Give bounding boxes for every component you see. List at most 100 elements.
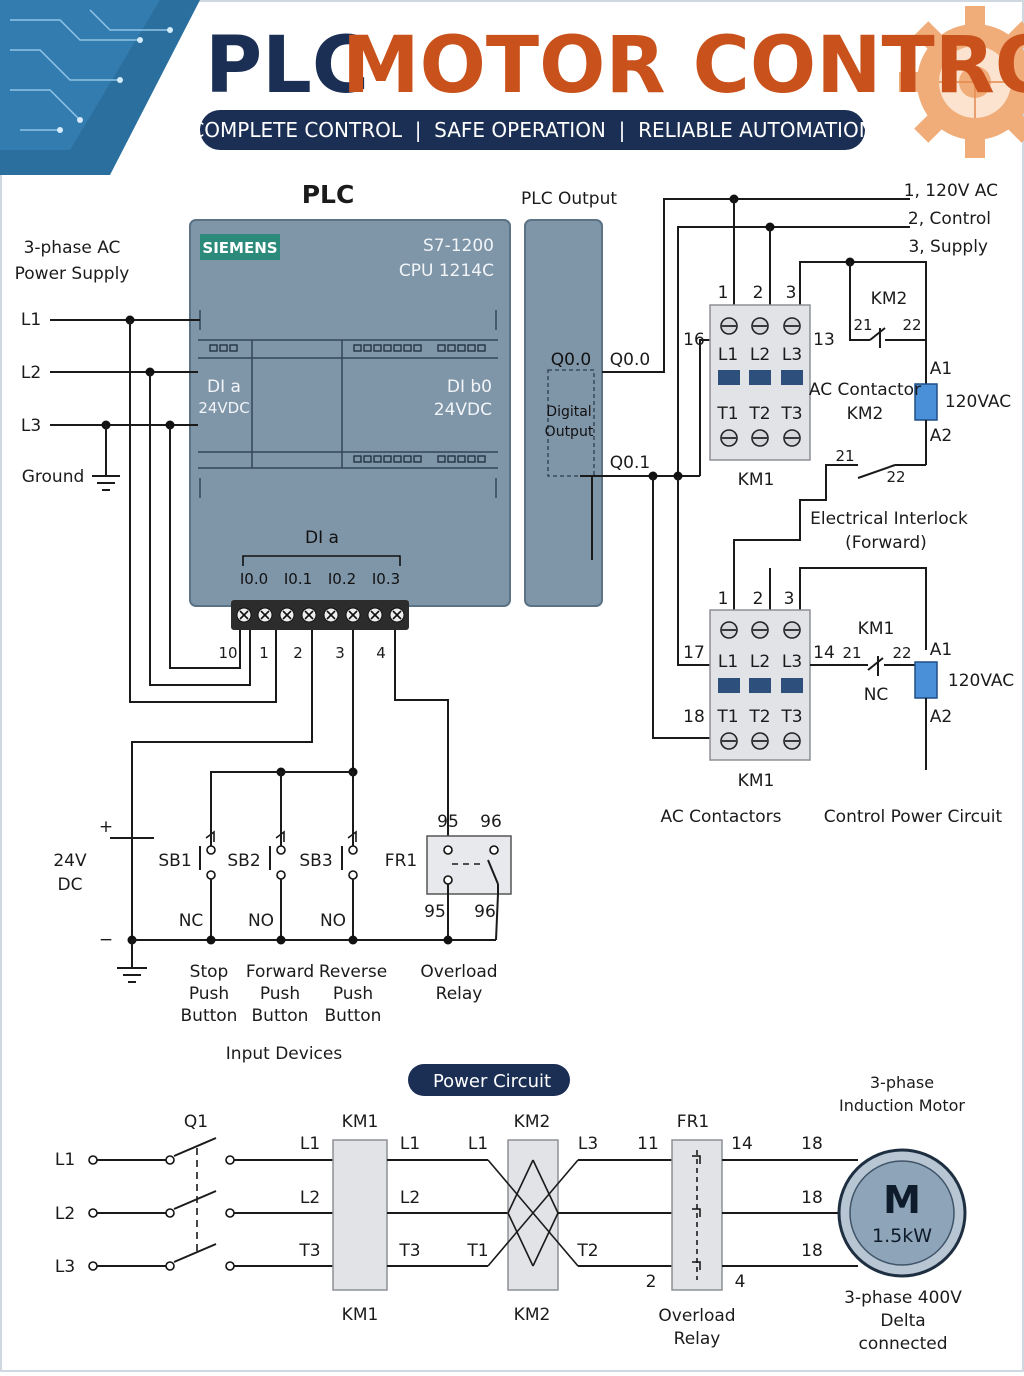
pc-motor-term-1: 18 — [801, 1134, 823, 1154]
pc-phase-l1: L1 — [55, 1150, 75, 1170]
terminal-strip — [231, 600, 409, 630]
kmb-l3: L3 — [782, 652, 802, 672]
interlock-label1: Electrical Interlock — [810, 509, 968, 529]
pc-km1-in-t3: T3 — [298, 1241, 320, 1261]
km1-aux-22: 22 — [892, 644, 911, 662]
title-plc: PLC — [205, 21, 369, 111]
q01-label: Q0.1 — [610, 453, 650, 473]
coil-km1: A1 120VAC A2 — [914, 640, 1014, 770]
pc-fr1-11: 11 — [637, 1134, 659, 1154]
left-module-voltage: 24VDC — [198, 399, 249, 417]
siemens-logo-badge — [200, 234, 280, 260]
sb2-type: NO — [248, 911, 274, 931]
supply-line1: 3-phase AC — [24, 238, 121, 258]
right-module-label: DI b0 — [447, 377, 492, 397]
power-circuit-badge — [408, 1064, 570, 1096]
pc-phase-l3: L3 — [55, 1257, 75, 1277]
km1-top-num-2: 2 — [753, 283, 764, 303]
coil-km2-voltage: 120VAC — [945, 392, 1011, 412]
fr1-label: FR1 — [385, 851, 417, 871]
km1-l2: L2 — [750, 345, 770, 365]
control-power-circuit-label: Control Power Circuit — [824, 807, 1003, 827]
ac-contactor-label2: KM2 — [847, 404, 884, 424]
dc-24v: 24V — [53, 851, 87, 871]
pc-km1-out-t3: T3 — [398, 1241, 420, 1261]
coil-km1-a2: A2 — [930, 707, 952, 727]
output-housing — [524, 219, 603, 607]
kmb-right-num: 14 — [813, 643, 835, 663]
q00-out-label: Q0.0 — [610, 350, 650, 370]
coil-km2-a2: A2 — [930, 426, 952, 446]
coil-km2: A1 120VAC A2 AC Contactor KM2 — [809, 359, 1011, 465]
stop-push-button-symbol — [199, 830, 216, 880]
led-row-top — [209, 344, 486, 463]
kmb-left-num-18: 18 — [683, 707, 705, 727]
pc-km2-crossover — [487, 1159, 579, 1267]
plc-model: S7-1200 — [423, 236, 494, 256]
q00-label: Q0.0 — [551, 350, 591, 370]
input-i02: I0.2 — [328, 570, 356, 588]
kmb-t1: T1 — [716, 707, 738, 727]
km2-aux-name: KM2 — [871, 289, 908, 309]
interlock-21: 21 — [835, 447, 854, 465]
phase-l1: L1 — [21, 310, 41, 330]
sb3-label: SB3 — [299, 851, 332, 871]
km1-right-num: 13 — [813, 330, 835, 350]
motor-note-1: 3-phase 400V — [844, 1288, 962, 1308]
pc-overload-1: Overload — [658, 1306, 735, 1326]
km1-left-num: 16 — [683, 330, 705, 350]
fr1-top-95: 95 — [437, 812, 459, 832]
reverse-push-button-symbol — [341, 830, 358, 880]
km1-name: KM1 — [738, 470, 775, 490]
km1-top-num-3: 3 — [786, 283, 797, 303]
supply-line2: Power Supply — [15, 264, 130, 284]
kmb-top-num-1: 1 — [718, 589, 729, 609]
control-supply-3: 3, Supply — [908, 237, 988, 257]
km1-aux-21: 21 — [842, 644, 861, 662]
kmb-l1: L1 — [718, 652, 738, 672]
power-circuit-title: Power Circuit — [433, 1071, 551, 1092]
kmb-top-num-2: 2 — [753, 589, 764, 609]
input-i00: I0.0 — [240, 570, 268, 588]
ac-contactors-label: AC Contactors — [661, 807, 782, 827]
fr1-bot-96: 96 — [474, 902, 496, 922]
control-supply-wiring — [580, 194, 927, 739]
input-devices: + − 24V DC — [53, 630, 512, 1064]
terminal-3: 3 — [335, 644, 345, 662]
ac-supply: 3-phase AC Power Supply L1 L2 L3 Ground … — [15, 181, 998, 487]
kmb-t3: T3 — [780, 707, 802, 727]
di-group-label: DI a — [305, 528, 339, 548]
plc-unit: PLC SIEMENS S7-1200 CPU 1214C DI a 24VDC… — [189, 180, 511, 662]
pc-phase-l2: L2 — [55, 1204, 75, 1224]
interlock-label2: (Forward) — [845, 533, 927, 553]
induction-motor-icon — [837, 1148, 967, 1278]
coil-km2-a1: A1 — [930, 359, 952, 379]
pc-km1-top: KM1 — [342, 1112, 379, 1132]
ground-label: Ground — [22, 467, 85, 487]
pc-km2-top: KM2 — [514, 1112, 551, 1132]
terminal-2: 2 — [293, 644, 303, 662]
motor-power: 1.5kW — [872, 1225, 932, 1247]
interlock-22: 22 — [886, 468, 905, 486]
fr1-top-96: 96 — [480, 812, 502, 832]
siemens-brand: SIEMENS — [202, 239, 277, 257]
forward-push-button-symbol — [269, 830, 286, 880]
kmb-l2: L2 — [750, 652, 770, 672]
pc-motor-term-2: 18 — [801, 1188, 823, 1208]
supply-wiring — [50, 315, 277, 703]
motor-note-2: Delta — [880, 1311, 925, 1331]
electrical-interlock: 21 22 Electrical Interlock (Forward) — [733, 447, 968, 610]
left-module-label: DI a — [207, 377, 241, 397]
input-i03: I0.3 — [372, 570, 400, 588]
km1-aux-contact: KM1 21 22 NC — [810, 619, 915, 705]
overload-label-1: Overload — [420, 962, 497, 982]
pc-overload-2: Relay — [674, 1329, 721, 1349]
kmb-name: KM1 — [738, 771, 775, 791]
terminal-10: 10 — [218, 644, 237, 662]
header: PLC MOTOR CONTROL COMPLETE CONTROL | SAF… — [190, 21, 1024, 150]
km1-l1: L1 — [718, 345, 738, 365]
pc-km1-block — [332, 1139, 388, 1291]
pc-km1-out-l1: L1 — [400, 1134, 420, 1154]
